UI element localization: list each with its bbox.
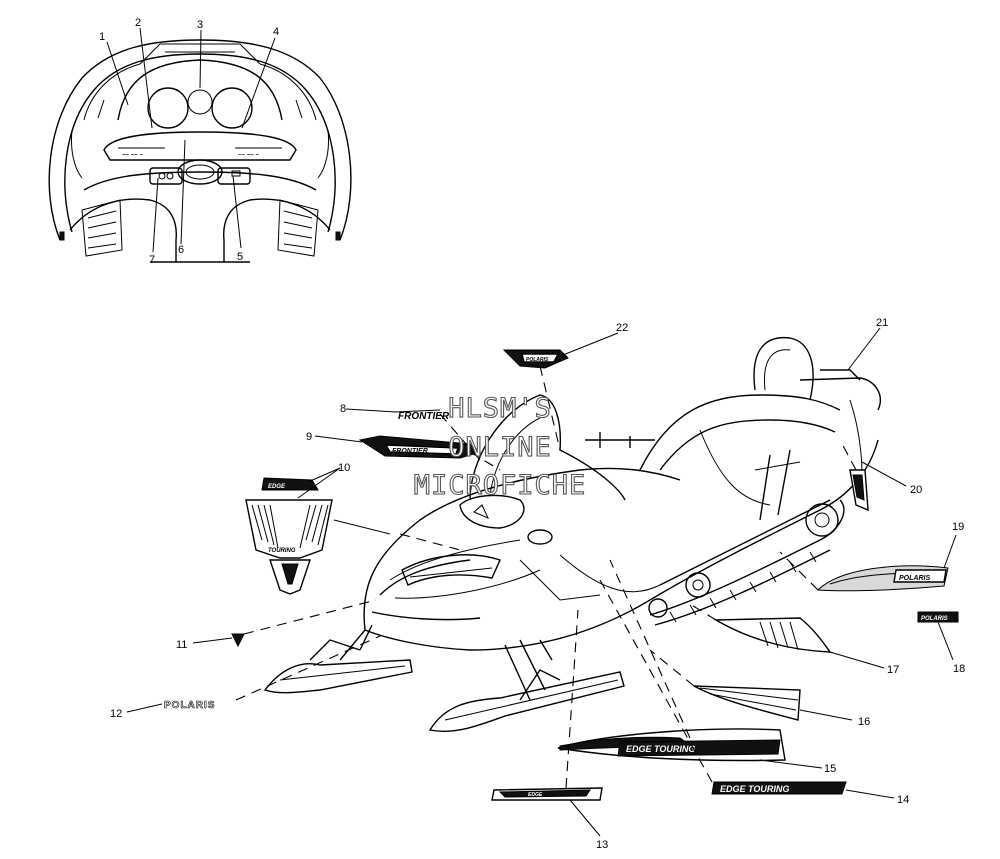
windshield-decal: POLARIS (502, 349, 569, 369)
edge-stripe-decal: EDGE (491, 787, 603, 801)
callout-17: 17 (887, 664, 899, 676)
leader-lines (126, 327, 957, 837)
callout-19: 19 (952, 521, 964, 533)
polaris-small-text: POLARIS (921, 616, 948, 622)
callout-1: 1 (99, 31, 105, 43)
edge-touring-text-side: EDGE TOURING (626, 744, 695, 754)
callout-22: 22 (616, 322, 628, 334)
callout-5: 5 (237, 251, 243, 263)
polaris-chevron-decal (231, 633, 245, 648)
edge-stripe-text: EDGE (528, 792, 543, 798)
svg-text:~~ ~~ ~: ~~ ~~ ~ (238, 153, 259, 159)
callout-15: 15 (824, 763, 836, 775)
callout-14: 14 (897, 794, 909, 806)
frontier-text-top: FRONTIER (398, 411, 450, 422)
windshield-polaris-text: POLARIS (526, 357, 549, 363)
callout-7: 7 (149, 254, 155, 266)
watermark-line-1: HLSM'S (448, 393, 552, 424)
dashboard-inset: ~~ ~~ ~ ~~ ~~ ~ (48, 17, 352, 266)
callout-8: 8 (340, 403, 346, 415)
rear-panel-decal (849, 469, 869, 512)
watermark-line-3: MICROFICHE (414, 470, 587, 501)
callout-12: 12 (110, 708, 122, 720)
callout-2: 2 (135, 17, 141, 29)
polaris-hood-text: POLARIS (164, 700, 215, 711)
frontier-decal-black: FRONTIER (358, 435, 482, 459)
frontier-text-black: FRONTIER (392, 448, 428, 455)
edge-touring-decal-large: EDGE TOURING (711, 781, 847, 795)
edge-text-front: EDGE (268, 484, 286, 490)
side-panel-decal-16 (693, 685, 801, 721)
watermark: HLSM'S ONLINE MICROFICHE (413, 392, 587, 501)
callout-3: 3 (197, 19, 203, 31)
callout-13: 13 (596, 839, 608, 851)
callout-21: 21 (876, 317, 888, 329)
svg-text:~~ ~~ ~: ~~ ~~ ~ (122, 153, 143, 159)
watermark-line-2: ONLINE (448, 432, 552, 463)
touring-text-front: TOURING (268, 548, 296, 554)
callout-6: 6 (178, 244, 184, 256)
callout-18: 18 (953, 663, 965, 675)
callout-4: 4 (273, 26, 279, 38)
frontier-decal-top: FRONTIER (394, 409, 450, 422)
side-panel-decal-17 (713, 617, 832, 653)
side-panel-decal-15: EDGE TOURING (557, 728, 786, 762)
callout-numbers: 8 9 10 11 12 13 14 15 16 17 18 19 20 21 … (110, 317, 965, 851)
polaris-swoosh-decal: POLARIS (816, 565, 949, 592)
callout-20: 20 (910, 484, 922, 496)
polaris-small-decal: POLARIS (917, 611, 959, 623)
callout-9: 9 (306, 431, 312, 443)
front-cowl-decal: EDGE TOURING (245, 477, 333, 595)
polaris-side-text: POLARIS (899, 575, 930, 582)
snowmobile-drawing (263, 336, 881, 732)
callout-11: 11 (176, 639, 187, 651)
callout-10: 10 (338, 462, 350, 474)
callout-16: 16 (858, 716, 870, 728)
edge-touring-text-large: EDGE TOURING (720, 784, 789, 794)
polaris-hood-decal: POLARIS (162, 698, 236, 711)
